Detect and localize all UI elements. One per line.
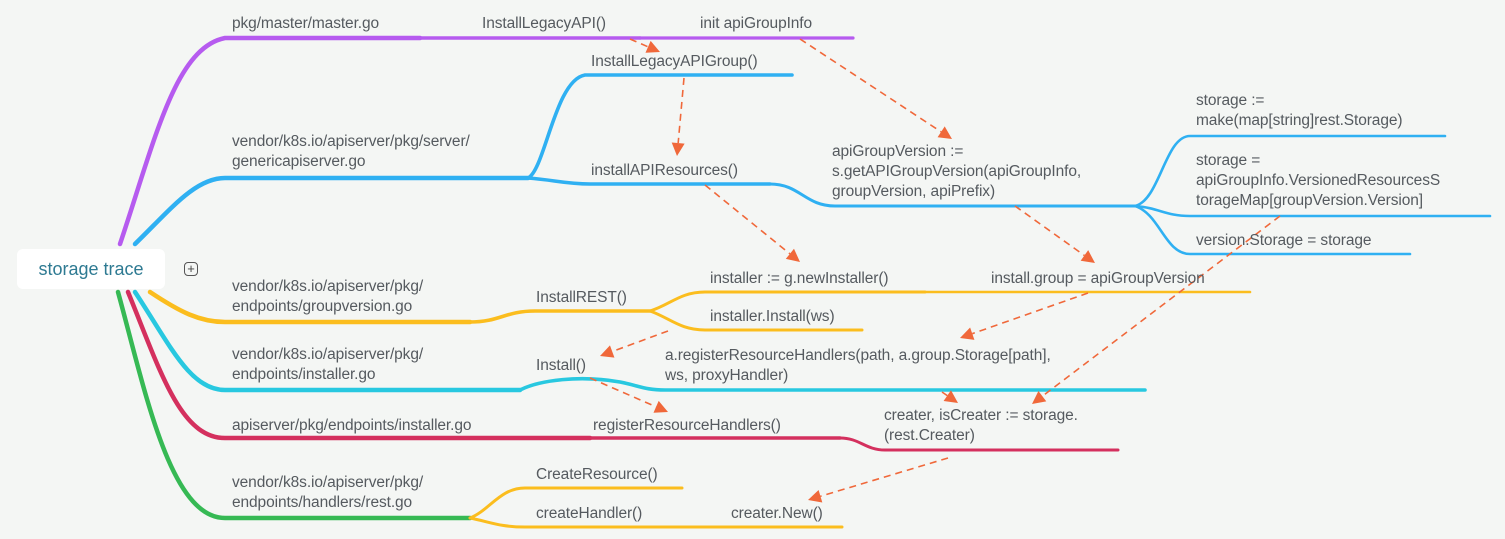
relationship-arrow[interactable]	[971, 292, 1089, 335]
node-install-legacy-api-group[interactable]: InstallLegacyAPIGroup()	[591, 53, 758, 70]
subbranch-create-resource	[468, 486, 684, 520]
subbranch-version-storage	[1133, 204, 1412, 256]
branch-label-rest[interactable]: vendor/k8s.io/apiserver/pkg/ endpoints/h…	[232, 474, 424, 511]
relationship-arrow[interactable]	[629, 38, 649, 48]
sub-branches	[418, 36, 1492, 529]
node-new-installer[interactable]: installer := g.newInstaller()	[710, 270, 889, 287]
node-init-apigroupinfo[interactable]: init apiGroupInfo	[700, 15, 813, 32]
node-create-resource[interactable]: CreateResource()	[536, 466, 658, 483]
relationship-arrow[interactable]	[799, 38, 942, 133]
arrowhead-icon	[653, 400, 668, 413]
relationship-arrow[interactable]	[611, 330, 669, 353]
relationship-arrows	[589, 38, 1281, 503]
node-install-api-resources[interactable]: installAPIResources()	[591, 162, 738, 179]
branch-label-apiserver-installer[interactable]: apiserver/pkg/endpoints/installer.go	[232, 417, 472, 434]
node-version-storage[interactable]: version.Storage = storage	[1196, 232, 1372, 249]
arrowhead-icon	[808, 490, 823, 503]
node-register-resource-handlers[interactable]: registerResourceHandlers()	[593, 417, 781, 434]
branch-label-groupversion[interactable]: vendor/k8s.io/apiserver/pkg/ endpoints/g…	[232, 278, 424, 315]
branch-label-genericapiserver[interactable]: vendor/k8s.io/apiserver/pkg/server/ gene…	[232, 133, 470, 170]
node-storage-assign[interactable]: storage = apiGroupInfo.VersionedResource…	[1196, 152, 1441, 209]
arrowhead-icon	[937, 126, 952, 139]
subbranch-get-api-group-version	[768, 182, 1137, 208]
branch-installer	[132, 289, 523, 393]
subbranch-install-legacy-api-group	[526, 73, 794, 180]
arrowhead-icon	[1080, 250, 1095, 263]
subbranch-creater-cast	[838, 436, 1120, 452]
relationship-arrow[interactable]	[589, 377, 657, 408]
arrowhead-icon	[1032, 390, 1047, 404]
branch-label-master[interactable]: pkg/master/master.go	[232, 15, 380, 32]
node-storage-make[interactable]: storage := make(map[string]rest.Storage)	[1196, 92, 1403, 129]
arrowhead-icon	[785, 248, 800, 262]
plus-square-icon[interactable]: +	[184, 262, 198, 276]
subbranch-new-installer	[648, 290, 927, 313]
arrowhead-icon	[960, 327, 975, 340]
arrowhead-icon	[943, 390, 958, 403]
root-topic[interactable]: storage trace	[17, 249, 165, 289]
relationship-arrow[interactable]	[1014, 205, 1085, 257]
node-install-rest[interactable]: InstallREST()	[536, 289, 627, 306]
subbranch-install-api-resources	[526, 176, 772, 186]
subbranch-install-rest	[468, 309, 652, 324]
branch-master	[117, 35, 423, 247]
node-install[interactable]: Install()	[536, 357, 586, 374]
arrowhead-icon	[645, 40, 660, 53]
node-install-legacy-api[interactable]: InstallLegacyAPI()	[482, 15, 606, 32]
branch-groupversion	[147, 289, 473, 325]
subbranch-installer-install	[648, 309, 864, 332]
branch-genericapiserver	[132, 175, 531, 247]
main-branches	[115, 35, 593, 521]
branch-apiserver-installer	[125, 289, 593, 441]
relationship-arrow[interactable]	[704, 184, 791, 255]
subbranch-storage-make	[1133, 134, 1447, 208]
relationship-arrow[interactable]	[1041, 215, 1281, 397]
subbranch-create-handler	[468, 516, 844, 529]
branch-label-installer[interactable]: vendor/k8s.io/apiserver/pkg/ endpoints/i…	[232, 346, 424, 383]
node-get-api-group-version[interactable]: apiGroupVersion := s.getAPIGroupVersion(…	[832, 143, 1082, 200]
arrowhead-icon	[671, 142, 685, 156]
relationship-arrow[interactable]	[941, 391, 948, 397]
node-installer-install[interactable]: installer.Install(ws)	[710, 308, 835, 325]
node-create-handler[interactable]: createHandler()	[536, 505, 643, 522]
node-creater-cast[interactable]: creater, isCreater := storage. (rest.Cre…	[884, 407, 1078, 444]
node-creater-new[interactable]: creater.New()	[731, 505, 823, 522]
subbranch-install	[518, 376, 1147, 392]
relationship-arrow[interactable]	[677, 77, 685, 144]
subbranch-storage-assign	[1133, 204, 1492, 218]
node-register-resource-handlers-call[interactable]: a.registerResourceHandlers(path, a.group…	[665, 347, 1051, 384]
branch-rest	[115, 289, 473, 521]
root-topic-label: storage trace	[38, 258, 144, 279]
node-install-group[interactable]: install.group = apiGroupVersion	[991, 270, 1205, 287]
arrowhead-icon	[600, 345, 615, 358]
relationship-arrow[interactable]	[820, 457, 949, 498]
